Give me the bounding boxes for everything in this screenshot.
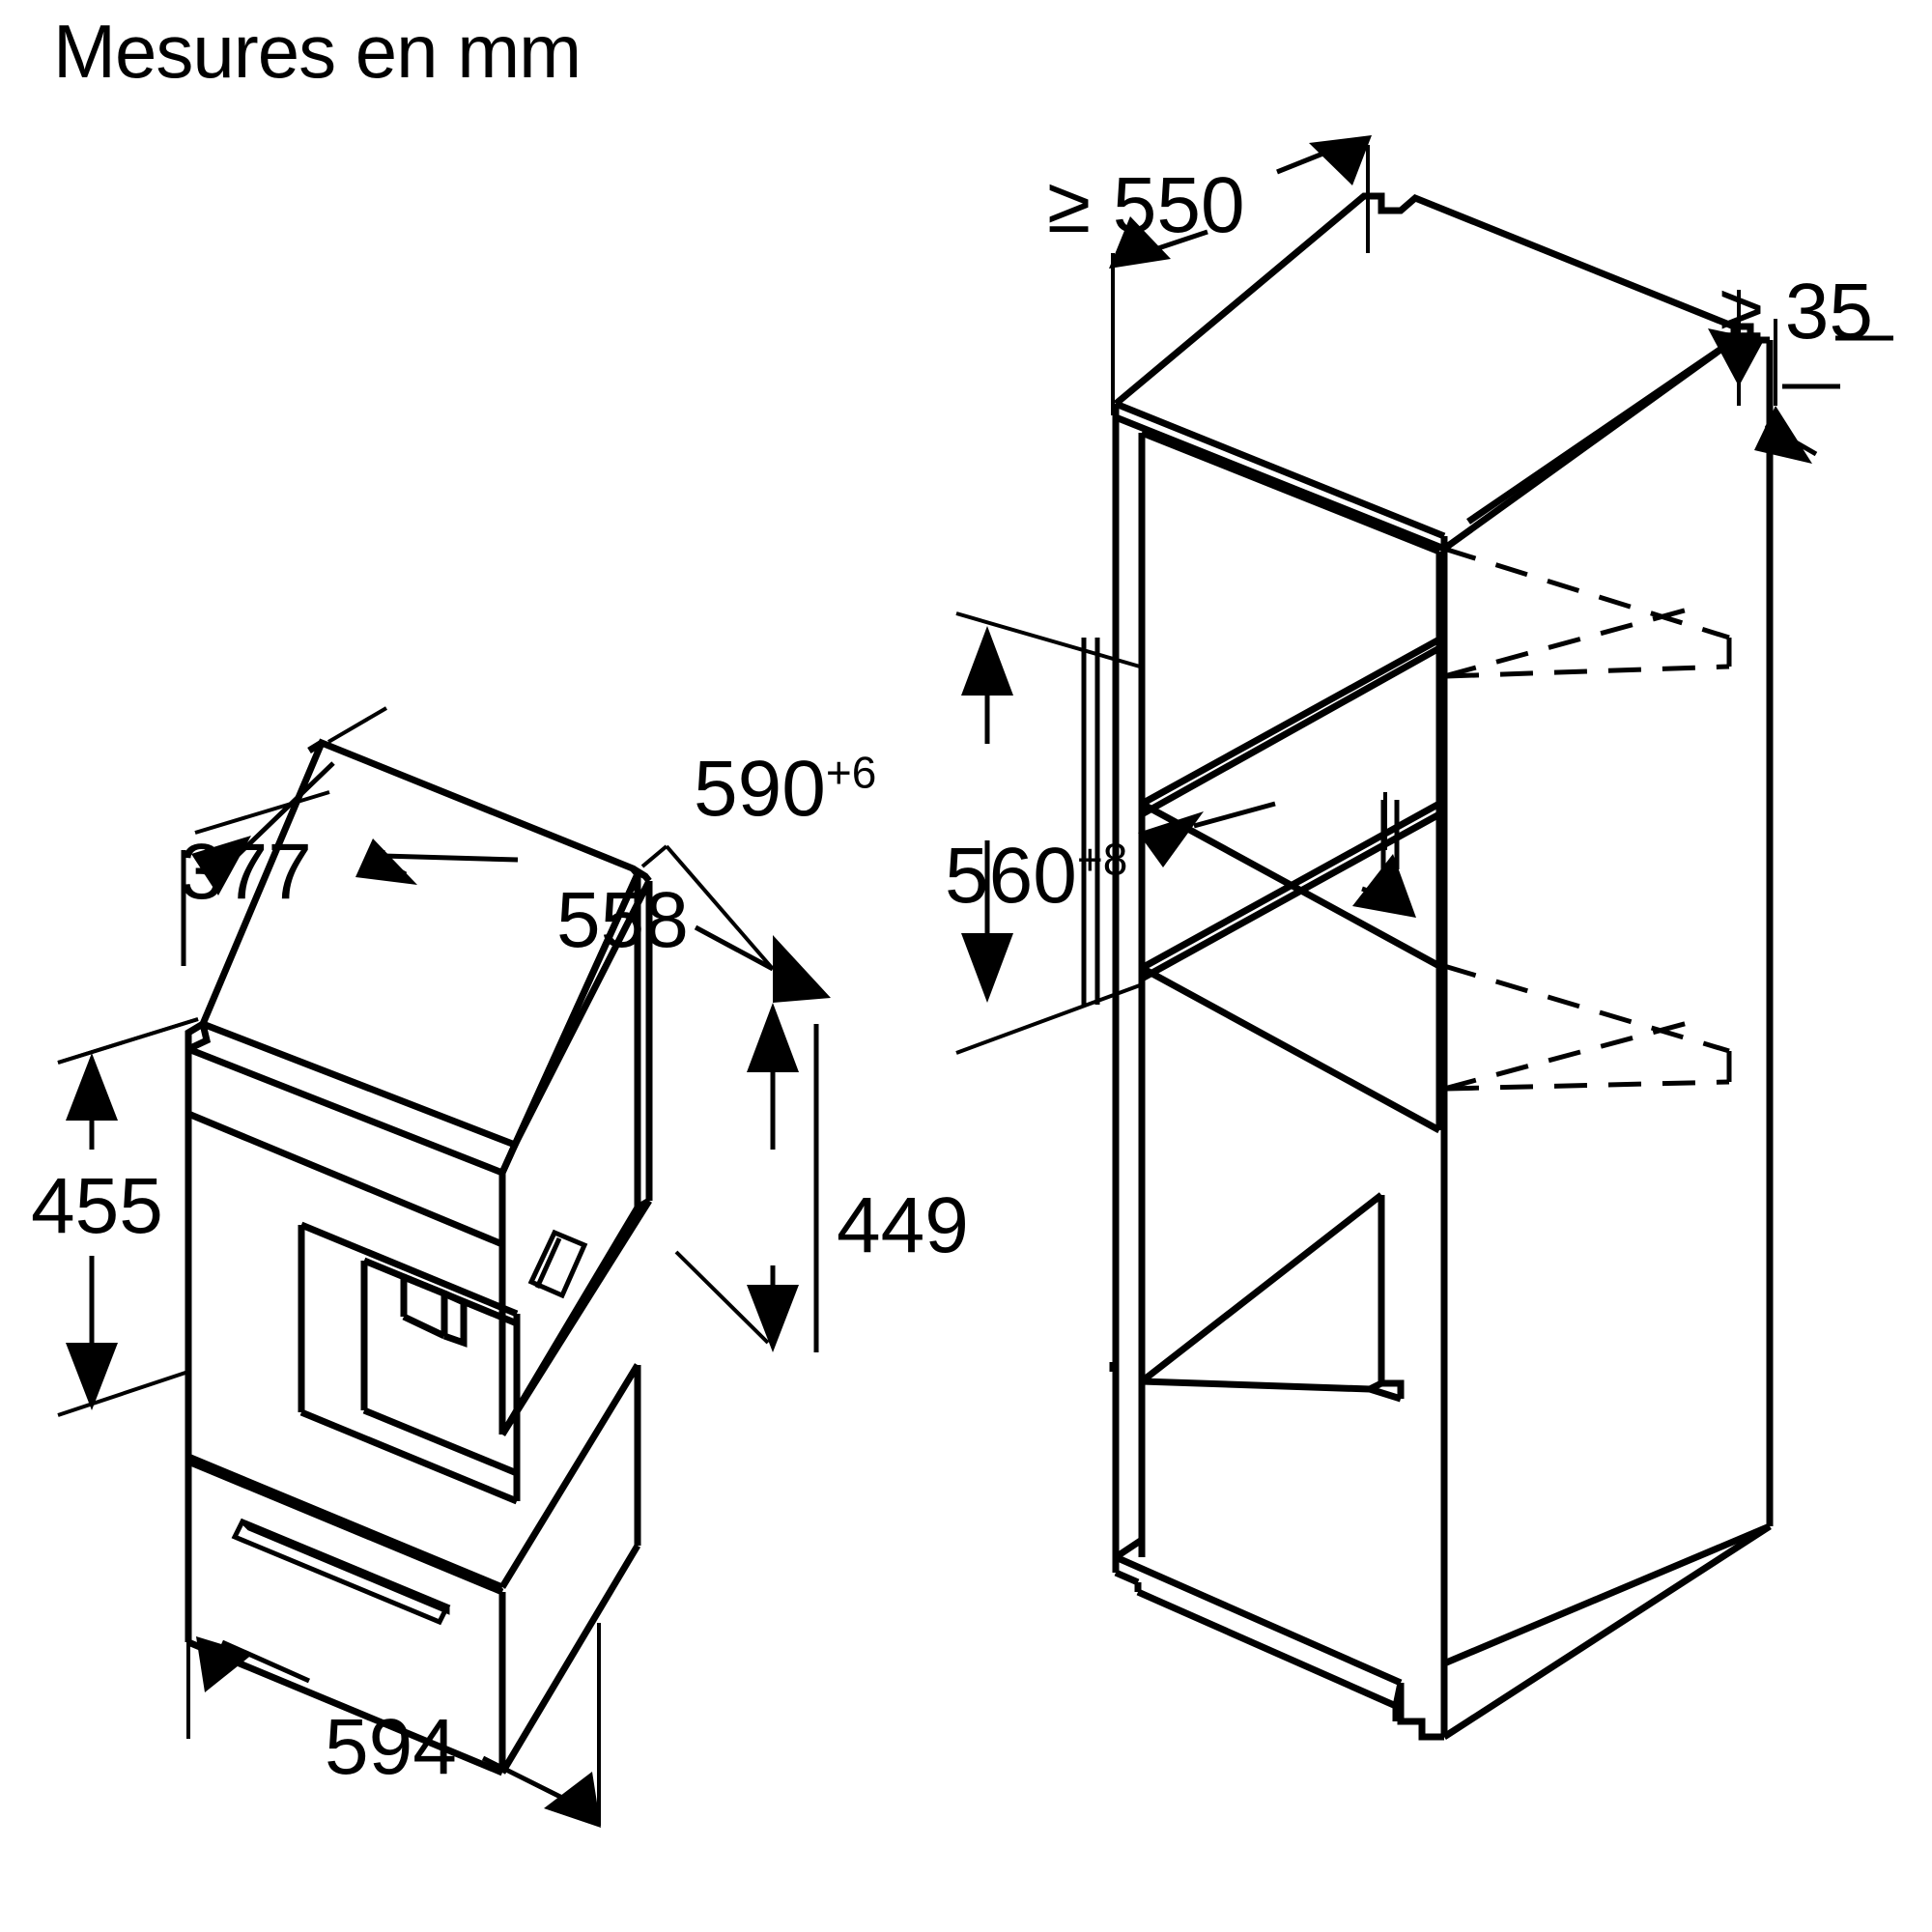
cabinet-right-side: [1440, 340, 1774, 1667]
dimension-label-449: 449: [837, 1181, 969, 1269]
dimension-558: [327, 706, 831, 1003]
cabinet-top-panel: [1109, 192, 1738, 1372]
dimension-label-560: 560+8: [945, 837, 1127, 916]
dimension-455: [57, 1017, 199, 1417]
dimension-label-590: 590+6: [694, 750, 876, 829]
dimension-label-590-tolerance: +6: [825, 747, 877, 798]
bottom-drawer: [185, 1363, 641, 1776]
coffee-machine-illustration: [57, 706, 831, 1828]
dimension-label-558: 558: [556, 876, 689, 964]
right-side-panel: [498, 872, 653, 1436]
dimension-label-590-value: 590: [694, 745, 826, 833]
page-title: Mesures en mm: [53, 9, 582, 94]
dimension-590: [955, 611, 1141, 1055]
dimension-label-560-value: 560: [945, 832, 1077, 920]
control-fascia: [185, 1049, 506, 1596]
dimension-label-ge-35: ≥ 35: [1719, 268, 1873, 355]
dispenser-recess: [298, 1221, 521, 1505]
middle-shelf: [1138, 814, 1443, 1134]
plinth: [1112, 1523, 1772, 1741]
cabinet-illustration: [955, 135, 1893, 1741]
dimension-label-377: 377: [180, 828, 312, 916]
hidden-shelf-lower: [1443, 963, 1732, 1092]
dimension-label-594: 594: [325, 1703, 457, 1791]
side-handle-recess: [527, 1229, 588, 1299]
coffee-spout: [400, 1273, 468, 1348]
dimension-label-455: 455: [31, 1162, 163, 1250]
drawer-handle: [231, 1518, 451, 1626]
hidden-shelf-upper: [1443, 546, 1732, 679]
dimension-ge-35: [1708, 290, 1893, 464]
dimension-label-560-tolerance: +8: [1076, 834, 1128, 885]
dimension-560: [1138, 792, 1416, 918]
dimension-594: [186, 1623, 601, 1828]
upper-niche: [1138, 429, 1443, 970]
dimension-ge-550: [1109, 135, 1372, 415]
lower-niche: [1138, 800, 1443, 1403]
dimension-label-ge-550: ≥ 550: [1047, 161, 1245, 249]
dimension-449: [665, 844, 819, 1352]
